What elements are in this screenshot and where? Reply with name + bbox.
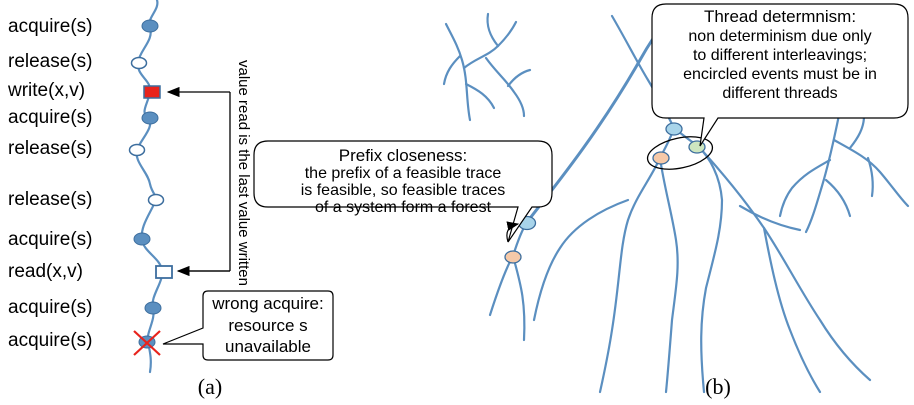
caption-a: (a): [198, 374, 222, 399]
event-label: release(s): [8, 138, 92, 159]
acquire-event-node: [141, 19, 159, 33]
trace-forest: [442, 12, 910, 394]
event-label: acquire(s): [8, 229, 92, 250]
callout-line: resource s: [228, 316, 307, 335]
event-label: read(x,v): [8, 261, 83, 282]
trace-node: [504, 250, 522, 264]
callout-line: is feasible, so feasible traces: [301, 182, 506, 199]
read-event-node: [155, 265, 173, 279]
release-event-node: [147, 193, 165, 207]
release-event-node: [130, 56, 148, 70]
event-label: acquire(s): [8, 330, 92, 351]
callout-title: Prefix closeness:: [339, 146, 468, 165]
callout-line: to different interleavings;: [693, 47, 867, 64]
trace-node: [665, 122, 683, 136]
caption-b: (b): [705, 374, 731, 399]
prefix-closeness-callout: Prefix closeness: the prefix of a feasib…: [253, 140, 553, 243]
thread-line: [135, 0, 164, 374]
event-label: acquire(s): [8, 107, 92, 128]
cross-icon: [133, 330, 161, 356]
callout-line: encircled events must be in: [683, 66, 877, 83]
acquire-event-node: [133, 232, 151, 246]
event-label: acquire(s): [8, 297, 92, 318]
value-flow-arrow: [166, 86, 231, 277]
callout-title: Thread determnism:: [704, 7, 856, 26]
callout-line: unavailable: [225, 337, 311, 356]
prefix-arrow: [506, 221, 520, 243]
thread-callout-bubble: [651, 3, 909, 147]
arrow-label: value read is the last value written: [235, 60, 252, 286]
acquire-event-node: [141, 111, 159, 125]
event-label: release(s): [8, 189, 92, 210]
callout-line: wrong acquire:: [211, 294, 324, 313]
encircle-ring: [646, 136, 714, 170]
event-label: acquire(s): [8, 16, 92, 37]
event-label: write(x,v): [7, 80, 85, 101]
acquire-event-node: [144, 301, 162, 315]
event-label: release(s): [8, 51, 92, 72]
wrong-acquire-callout: wrong acquire: resource s unavailable: [162, 290, 334, 361]
thread-event-node: [652, 151, 670, 165]
callout-line: of a system form a forest: [315, 199, 492, 216]
callout-line: the prefix of a feasible trace: [305, 165, 502, 182]
write-event-node: [143, 85, 161, 99]
release-event-node: [128, 143, 146, 157]
callout-line: non determinism due only: [688, 28, 871, 45]
callout-line: different threads: [722, 85, 837, 102]
